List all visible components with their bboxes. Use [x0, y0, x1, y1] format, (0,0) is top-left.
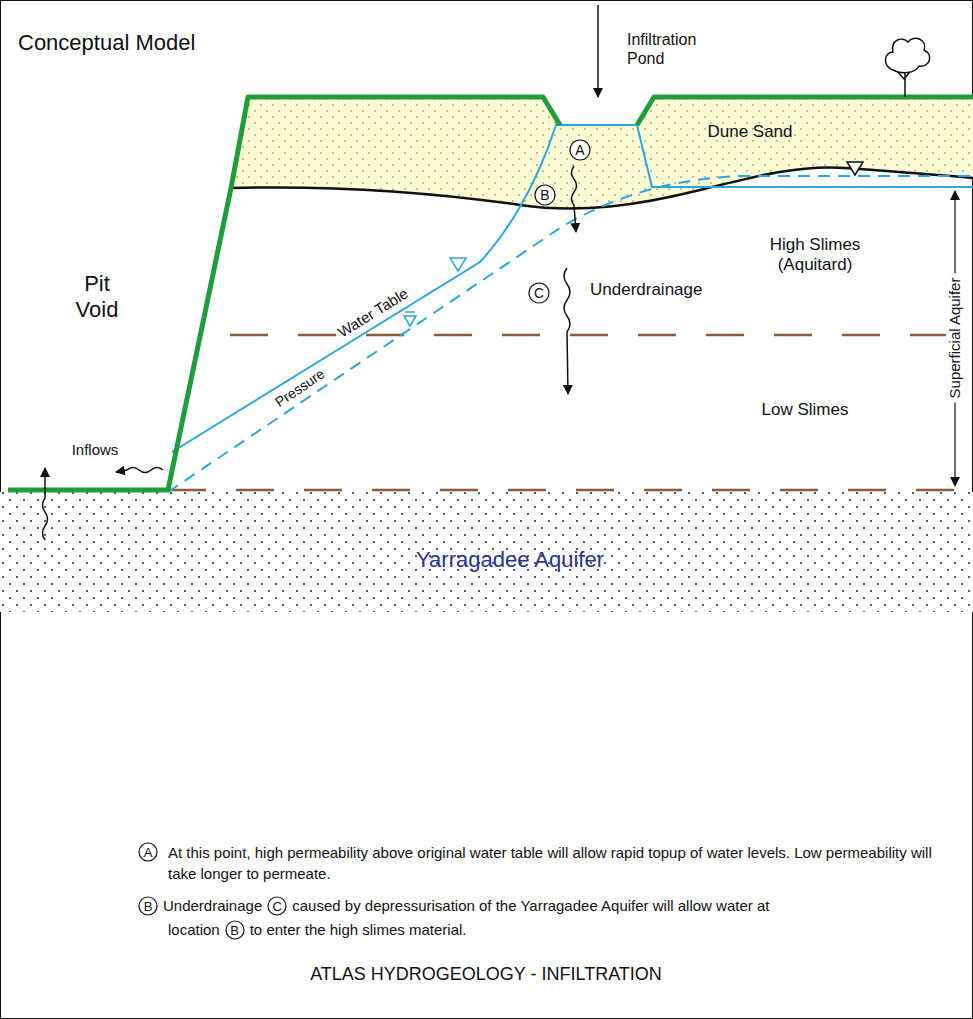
note-text: to enter the high slimes material.: [250, 921, 467, 939]
original-water-table: [232, 167, 973, 208]
pressure-symbol-bar: [405, 311, 415, 313]
diagram-caption: ATLAS HYDROGEOLOGY - INFILTRATION: [310, 964, 662, 986]
ground-surface: [8, 97, 560, 490]
region-label: Inflows: [72, 441, 119, 459]
circle-outline: [139, 843, 157, 861]
dune-sand-fill: [232, 97, 973, 209]
callout-letter: A: [569, 139, 591, 161]
water-level-symbol: [847, 162, 863, 175]
callout-circle: A: [569, 139, 591, 161]
callout-letter: B: [534, 184, 556, 206]
circle-outline: [535, 185, 555, 205]
circle-outline: [529, 283, 549, 303]
callout-circle: B: [225, 920, 245, 940]
callout-letter: C: [528, 282, 550, 304]
note-text: At this point, high permeability above o…: [168, 842, 948, 884]
ground-surface: [637, 97, 973, 125]
region-label: Superficial Aquifer: [946, 274, 964, 403]
note-text: Underdrainage: [163, 897, 262, 915]
pressure-symbol: [404, 316, 416, 326]
note-text: location: [168, 921, 220, 939]
pressure-line: [168, 176, 973, 492]
infiltration-flow-arrow: [572, 166, 577, 232]
circle-outline: [268, 897, 286, 915]
callout-circle: B: [138, 896, 158, 916]
callout-circle: A: [138, 842, 158, 862]
tree-crown: [885, 38, 929, 72]
underdrainage-arrow: [564, 268, 570, 394]
yarragadee-dots: [0, 492, 973, 612]
region-label: Underdrainage: [590, 280, 702, 300]
water-table-line: [172, 125, 973, 452]
callout-circle: C: [267, 896, 287, 916]
callout-letter: B: [138, 896, 158, 916]
callout-letter: A: [138, 842, 158, 862]
region-label: Infiltration Pond: [627, 30, 722, 68]
note-text: caused by depressurisation of the Yarrag…: [292, 897, 769, 915]
circle-outline: [226, 921, 244, 939]
circle-outline: [139, 897, 157, 915]
layer-boundary: [168, 489, 973, 492]
region-label: Low Slimes: [762, 400, 849, 420]
inflow-arrow: [116, 468, 163, 473]
water-level-symbol: [450, 258, 466, 271]
region-label: Dune Sand: [707, 122, 792, 142]
callout-letter: C: [267, 896, 287, 916]
infiltration-arrow: [597, 5, 599, 97]
region-label: Yarragadee Aquifer: [416, 547, 604, 573]
inflow-arrow: [43, 468, 48, 540]
region-label: Pit Void: [62, 271, 132, 324]
region-label: High Slimes (Aquitard): [750, 235, 880, 276]
diagram-title: Conceptual Model: [18, 30, 195, 56]
circle-outline: [570, 140, 590, 160]
callout-letter: B: [225, 920, 245, 940]
callout-circle: B: [534, 184, 556, 206]
callout-circle: C: [528, 282, 550, 304]
